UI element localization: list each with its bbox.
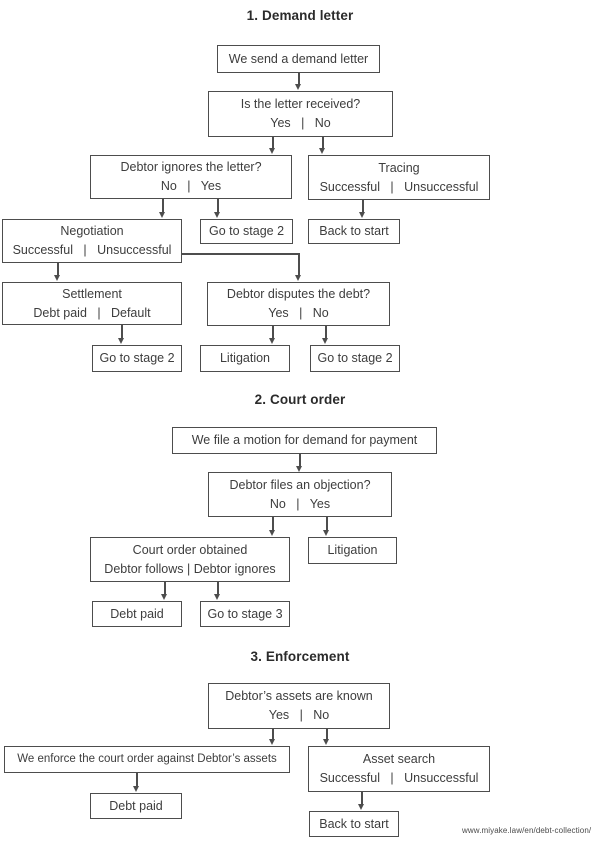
arrow-ignores-yes-to-goto2 bbox=[215, 199, 220, 218]
node-debtor-disputes: Debtor disputes the debt? Yes | No bbox=[207, 282, 390, 326]
node-label: Go to stage 2 bbox=[208, 224, 285, 238]
node-label: Go to stage 3 bbox=[207, 606, 283, 621]
arrow-negotiation-to-settlement bbox=[55, 263, 60, 281]
node-label: Go to stage 2 bbox=[99, 351, 175, 365]
node-goto-stage2-right: Go to stage 2 bbox=[310, 345, 400, 372]
arrow-objection-yes-to-litigation bbox=[324, 517, 329, 536]
node-enforce-order: We enforce the court order against Debto… bbox=[4, 746, 290, 773]
node-asset-search: Asset search Successful | Unsuccessful bbox=[308, 746, 490, 792]
node-label: Back to start bbox=[319, 224, 389, 238]
connector-negotiation-to-disputes bbox=[182, 253, 300, 255]
node-tracing: Tracing Successful | Unsuccessful bbox=[308, 155, 490, 200]
stage2-title: 2. Court order bbox=[254, 392, 346, 407]
node-goto-stage2-top: Go to stage 2 bbox=[200, 219, 293, 244]
node-question: Settlement bbox=[62, 286, 122, 301]
node-label: Debt paid bbox=[110, 606, 164, 621]
node-options: No | Yes bbox=[269, 496, 331, 511]
node-options: Successful | Unsuccessful bbox=[12, 243, 172, 257]
node-question: Debtor’s assets are known bbox=[225, 689, 373, 703]
arrow-received-no-to-tracing bbox=[320, 137, 325, 154]
arrow-settlement-to-goto2 bbox=[119, 325, 124, 344]
node-settlement: Settlement Debt paid | Default bbox=[2, 282, 182, 325]
node-question: Debtor disputes the debt? bbox=[226, 287, 371, 301]
node-options: Yes | No bbox=[268, 708, 330, 722]
arrow-tracing-to-backtostart bbox=[360, 200, 365, 218]
node-assets-known: Debtor’s assets are known Yes | No bbox=[208, 683, 390, 729]
node-options: Debtor follows | Debtor ignores bbox=[104, 561, 276, 576]
node-question: Debtor ignores the letter? bbox=[120, 160, 262, 174]
node-options: Yes | No bbox=[270, 116, 331, 130]
arrow-disputes-yes-to-litigation bbox=[270, 326, 275, 344]
stage3-title: 3. Enforcement bbox=[250, 649, 350, 664]
node-options: Debt paid | Default bbox=[33, 305, 151, 320]
node-negotiation: Negotiation Successful | Unsuccessful bbox=[2, 219, 182, 263]
node-objection: Debtor files an objection? No | Yes bbox=[208, 472, 392, 517]
node-options: No | Yes bbox=[160, 179, 222, 193]
arrow-received-yes-to-ignores bbox=[270, 137, 275, 154]
node-label: Debt paid bbox=[109, 798, 163, 813]
arrow-assetsearch-to-backtostart bbox=[359, 792, 364, 810]
node-label: Litigation bbox=[327, 543, 378, 557]
arrow-objection-no-to-courtorder bbox=[270, 517, 275, 536]
arrow-courtorder-follows-to-debtpaid bbox=[162, 582, 167, 600]
node-debt-paid-stage3: Debt paid bbox=[90, 793, 182, 819]
node-debt-paid-stage2: Debt paid bbox=[92, 601, 182, 627]
arrow-send-to-received bbox=[296, 73, 301, 90]
arrow-courtorder-ignores-to-goto3 bbox=[215, 582, 220, 600]
arrow-ignores-no-to-negotiation bbox=[160, 199, 165, 218]
stage1-title: 1. Demand letter bbox=[246, 8, 354, 23]
arrow-enforce-to-debtpaid bbox=[134, 773, 139, 792]
node-options: Successful | Unsuccessful bbox=[319, 771, 479, 785]
arrow-into-disputes bbox=[296, 253, 301, 281]
node-question: Tracing bbox=[378, 160, 420, 175]
node-goto-stage3: Go to stage 3 bbox=[200, 601, 290, 627]
node-question: Court order obtained bbox=[132, 542, 248, 557]
node-goto-stage2-left: Go to stage 2 bbox=[92, 345, 182, 372]
node-court-order: Court order obtained Debtor follows | De… bbox=[90, 537, 290, 582]
node-debtor-ignores: Debtor ignores the letter? No | Yes bbox=[90, 155, 292, 199]
node-send-demand-letter: We send a demand letter bbox=[217, 45, 380, 73]
node-back-to-start-stage3: Back to start bbox=[309, 811, 399, 837]
node-question: Debtor files an objection? bbox=[229, 477, 371, 492]
arrow-assets-yes-to-enforce bbox=[270, 729, 275, 745]
node-label: We file a motion for demand for payment bbox=[191, 433, 418, 447]
arrow-assets-no-to-assetsearch bbox=[324, 729, 329, 745]
node-question: Is the letter received? bbox=[240, 97, 361, 111]
source-url: www.miyake.law/en/debt-collection/ bbox=[462, 826, 592, 835]
node-options: Yes | No bbox=[268, 306, 329, 320]
arrow-disputes-no-to-goto2 bbox=[323, 326, 328, 344]
node-file-motion: We file a motion for demand for payment bbox=[172, 427, 437, 454]
node-question: Asset search bbox=[362, 752, 436, 766]
node-back-to-start-stage1: Back to start bbox=[308, 219, 400, 244]
node-label: We send a demand letter bbox=[228, 51, 369, 66]
node-litigation-stage2: Litigation bbox=[308, 537, 397, 564]
node-question: Negotiation bbox=[60, 224, 124, 238]
node-letter-received: Is the letter received? Yes | No bbox=[208, 91, 393, 137]
node-litigation-stage1: Litigation bbox=[200, 345, 290, 372]
node-label: Litigation bbox=[219, 351, 271, 365]
node-label: Back to start bbox=[319, 816, 389, 831]
node-options: Successful | Unsuccessful bbox=[319, 179, 479, 194]
node-label: We enforce the court order against Debto… bbox=[17, 753, 277, 765]
node-label: Go to stage 2 bbox=[317, 351, 393, 365]
arrow-motion-to-objection bbox=[297, 454, 302, 472]
